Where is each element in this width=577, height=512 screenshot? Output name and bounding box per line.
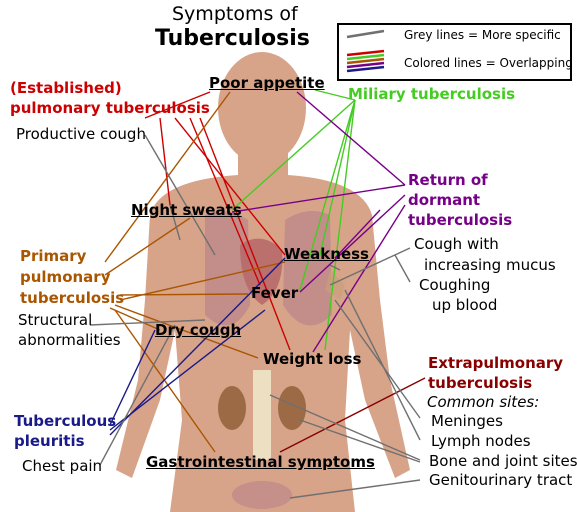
- line-grey-blood: [394, 254, 411, 283]
- category-primary-line1: Primary: [20, 247, 87, 265]
- legend-grey-label: Grey lines = More specific: [404, 28, 561, 42]
- category-dormant-line1: Return of: [408, 171, 488, 189]
- specific-productive-cough: Productive cough: [16, 125, 146, 143]
- line-grey-mucus: [329, 247, 411, 286]
- category-miliary: Miliary tuberculosis: [348, 85, 516, 103]
- line-pleuritis-weakness: [109, 257, 286, 436]
- category-primary-line2: pulmonary: [20, 268, 111, 286]
- legend-grey-swatch: [346, 29, 385, 39]
- line-grey-lymph: [344, 289, 421, 441]
- category-pleuritis-line1: Tuberculous: [14, 412, 117, 430]
- line-primary-weakness: [119, 261, 286, 301]
- symptom-gastrointestinal: Gastrointestinal symptoms: [146, 453, 375, 471]
- legend-colored-label: Colored lines = Overlapping: [404, 56, 573, 70]
- line-dormant-weightloss: [312, 204, 406, 353]
- category-established-line2: pulmonary tuberculosis: [10, 99, 210, 117]
- line-established-weightloss: [199, 117, 291, 351]
- line-miliary-weakness: [319, 99, 356, 256]
- line-miliary-fever: [299, 99, 356, 291]
- line-primary-gi: [114, 309, 216, 453]
- line-dormant-fever: [299, 194, 406, 293]
- connector-lines: [89, 89, 426, 499]
- line-miliary-appetite: [314, 89, 356, 101]
- common-site-item: Lymph nodes: [431, 432, 531, 450]
- common-sites-heading: Common sites:: [427, 393, 540, 411]
- category-established-line1: (Established): [10, 79, 122, 97]
- specific-structural-line1: Structural: [18, 311, 93, 329]
- category-dormant-line3: tuberculosis: [408, 211, 513, 229]
- symptom-weakness: Weakness: [284, 245, 369, 263]
- line-pleuritis-fever: [109, 309, 266, 431]
- symptom-poor-appetite: Poor appetite: [209, 74, 325, 92]
- common-site-item: Meninges: [431, 412, 503, 430]
- line-established-fever: [189, 117, 261, 286]
- symptom-night-sweats: Night sweats: [131, 201, 242, 219]
- symptom-fever: Fever: [251, 284, 299, 302]
- line-grey-genito: [289, 479, 421, 499]
- line-grey-weakness: [329, 264, 341, 271]
- specific-coughing-blood-line2: up blood: [432, 296, 498, 314]
- line-miliary-weightloss: [324, 99, 356, 351]
- category-dormant-line2: dormant: [408, 191, 481, 209]
- title-line2: Tuberculosis: [155, 26, 310, 51]
- line-primary-appetite: [104, 91, 231, 263]
- line-established-sweats: [159, 117, 171, 206]
- common-site-item: Genitourinary tract: [429, 471, 573, 489]
- category-primary-line3: tuberculosis: [20, 289, 125, 307]
- specific-chest-pain: Chest pain: [22, 457, 103, 475]
- line-dormant-appetite: [296, 91, 406, 186]
- legend: Grey lines = More specific Colored lines…: [337, 23, 573, 81]
- common-site-item: Bone and joint sites: [429, 452, 577, 470]
- line-grey-sweats: [169, 204, 181, 241]
- category-pleuritis-line2: pleuritis: [14, 432, 85, 450]
- line-grey-bone: [269, 394, 421, 461]
- line-grey-meninges: [334, 299, 421, 419]
- specific-cough-mucus-line2: increasing mucus: [424, 256, 556, 274]
- symptom-dry-cough: Dry cough: [155, 321, 242, 339]
- organs: [205, 211, 345, 509]
- category-extrapulmonary-line1: Extrapulmonary: [428, 354, 564, 372]
- line-primary-weightloss: [114, 304, 259, 359]
- line-established-appetite: [144, 91, 211, 119]
- line-dormant-sweats: [231, 184, 406, 213]
- title-line1: Symptoms of: [172, 3, 298, 25]
- line-grey-structural: [89, 319, 206, 326]
- line-dormant-weakness: [334, 209, 381, 259]
- line-primary-drycough: [109, 307, 161, 331]
- specific-structural-line2: abnormalities: [18, 331, 121, 349]
- specific-coughing-blood-line1: Coughing: [419, 276, 491, 294]
- line-grey-chestpain: [99, 324, 176, 466]
- legend-swatches: [346, 29, 385, 73]
- line-miliary-sweats: [231, 99, 356, 211]
- specific-cough-mucus-line1: Cough with: [414, 235, 499, 253]
- symptom-weight-loss: Weight loss: [263, 350, 362, 368]
- line-pleuritis-drycough: [109, 329, 156, 426]
- line-primary-fever: [119, 293, 249, 296]
- line-grey-bone2: [299, 419, 421, 463]
- line-grey-productive: [144, 134, 216, 256]
- category-extrapulmonary-line2: tuberculosis: [428, 374, 533, 392]
